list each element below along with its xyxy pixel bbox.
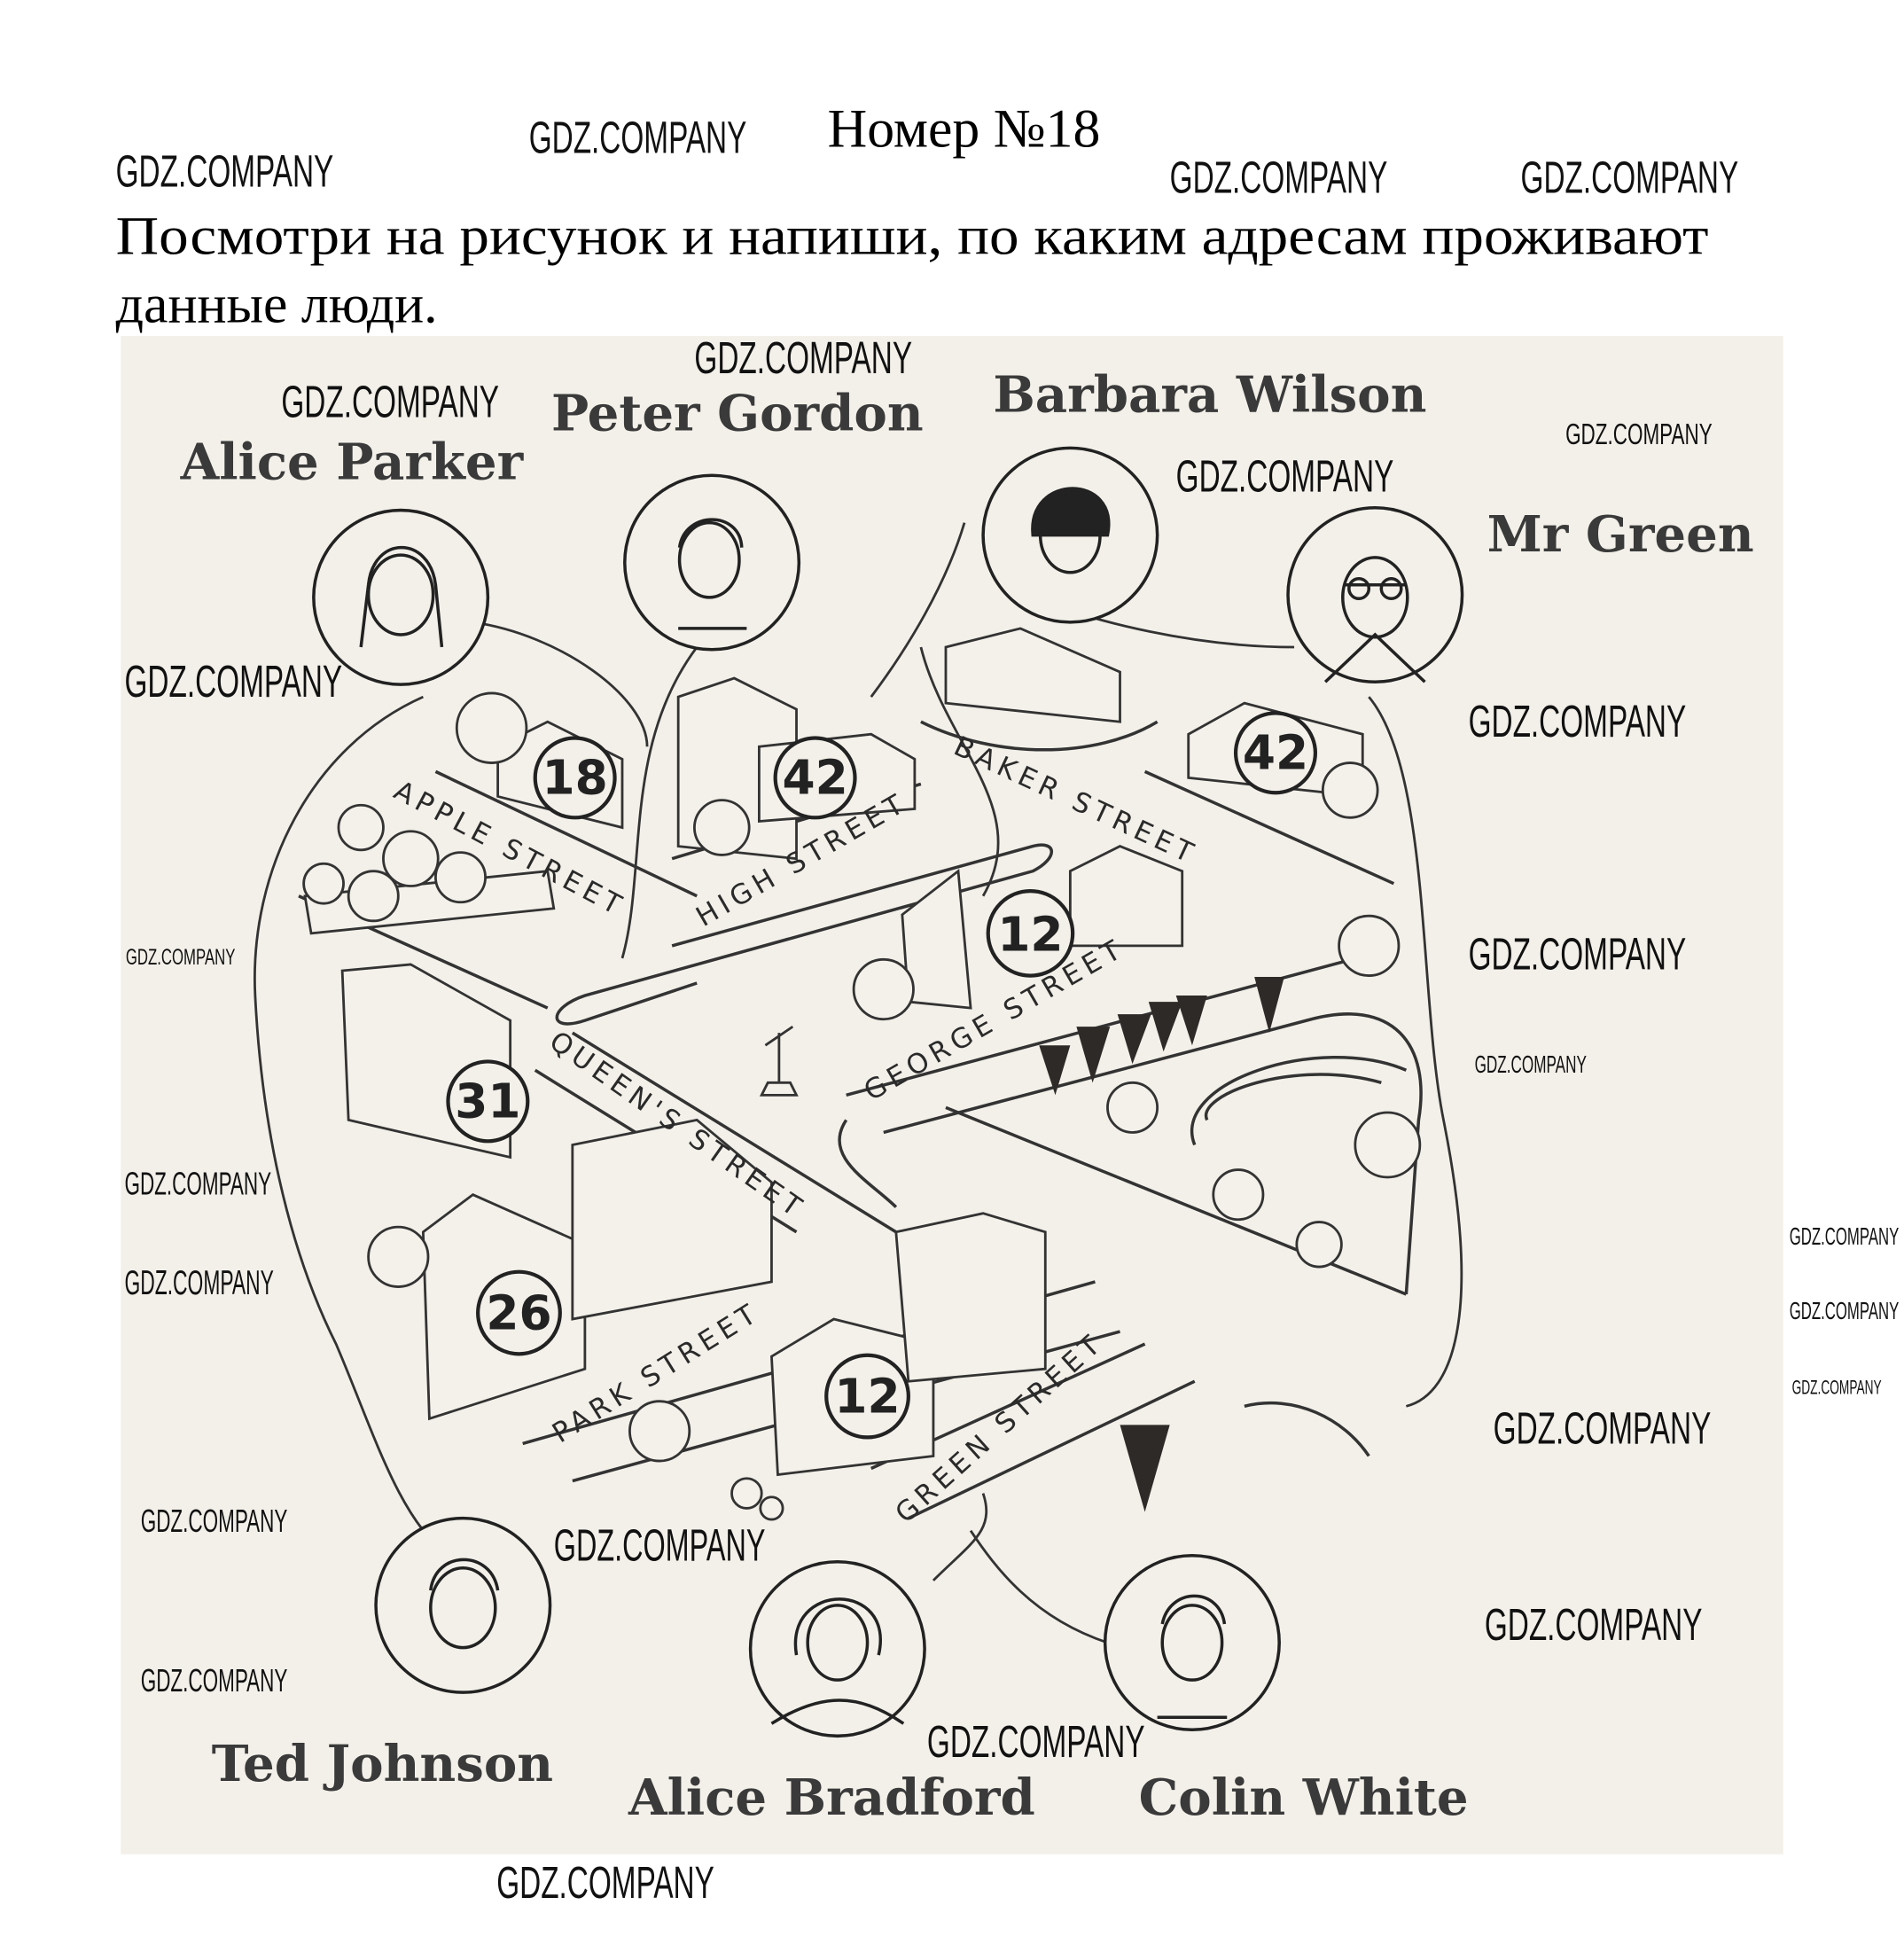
watermark: GDZ.COMPANY [124,1166,271,1202]
watermark: GDZ.COMPANY [1494,1402,1712,1453]
watermark: GDZ.COMPANY [1475,1050,1588,1078]
watermark: GDZ.COMPANY [694,332,912,383]
house-number-31-queens-street: 31 [446,1059,530,1144]
avatar-ted-johnson [374,1516,552,1694]
avatar-alice-bradford [748,1560,926,1738]
watermark: GDZ.COMPANY [1792,1376,1882,1398]
watermark: GDZ.COMPANY [1790,1297,1900,1324]
watermark: GDZ.COMPANY [529,113,747,163]
instruction-line-2: данные люди. [116,275,438,335]
avatar-alice-parker [312,508,490,686]
avatar-peter-gordon [623,473,801,652]
statue-icon [759,1025,799,1097]
person-name-mr-green: Mr Green [1487,505,1754,564]
person-name-barbara-wilson: Barbara Wilson [993,366,1426,425]
svg-text:31: 31 [455,1074,520,1129]
watermark: GDZ.COMPANY [1565,418,1713,451]
house-number-18-apple-street: 18 [533,736,617,820]
watermark: GDZ.COMPANY [554,1519,766,1570]
watermark: GDZ.COMPANY [141,1662,288,1698]
watermark: GDZ.COMPANY [1170,152,1388,203]
address-map-illustration: 18 42 42 12 31 26 12 APPLE STREET HIGH S… [121,336,1783,1855]
avatar-colin-white [1103,1554,1281,1732]
avatar-mr-green [1286,505,1464,684]
svg-text:26: 26 [486,1285,551,1340]
svg-text:42: 42 [1243,725,1308,781]
watermark: GDZ.COMPANY [281,376,499,426]
watermark: GDZ.COMPANY [1485,1599,1703,1650]
person-name-colin-white: Colin White [1139,1769,1469,1827]
person-name-ted-johnson: Ted Johnson [212,1735,553,1793]
watermark: GDZ.COMPANY [1790,1222,1900,1250]
watermark: GDZ.COMPANY [1469,696,1687,746]
person-name-peter-gordon: Peter Gordon [551,385,924,443]
watermark: GDZ.COMPANY [124,656,342,707]
house-number-12-george-street: 12 [986,889,1075,978]
trees [302,691,1422,1521]
watermarks: GDZ.COMPANY GDZ.COMPANY GDZ.COMPANY GDZ.… [116,113,1900,1908]
svg-text:12: 12 [997,907,1063,963]
person-name-alice-bradford: Alice Bradford [628,1769,1035,1827]
avatar-barbara-wilson [981,446,1159,624]
svg-text:18: 18 [542,750,608,806]
house-number-26-park-street: 26 [476,1269,562,1356]
svg-text:42: 42 [782,750,847,806]
watermark: GDZ.COMPANY [1521,152,1739,203]
map-outline [253,522,1463,1644]
watermark: GDZ.COMPANY [1469,929,1687,980]
house-number-42-high-street: 42 [773,736,857,820]
watermark: GDZ.COMPANY [927,1716,1145,1767]
person-name-alice-parker: Alice Parker [180,433,525,491]
watermark: GDZ.COMPANY [124,1263,273,1302]
instruction-line-1: Посмотри на рисунок и напиши, по каким а… [116,206,1709,266]
watermark: GDZ.COMPANY [116,146,334,197]
svg-text:12: 12 [834,1368,900,1424]
house-number-12-green-street: 12 [824,1353,910,1440]
watermark: GDZ.COMPANY [496,1857,714,1908]
house-number-42-baker-street: 42 [1233,711,1318,795]
watermark: GDZ.COMPANY [126,945,236,970]
watermark: GDZ.COMPANY [141,1503,288,1539]
exercise-title: Номер №18 [828,99,1101,160]
watermark: GDZ.COMPANY [1176,451,1394,502]
